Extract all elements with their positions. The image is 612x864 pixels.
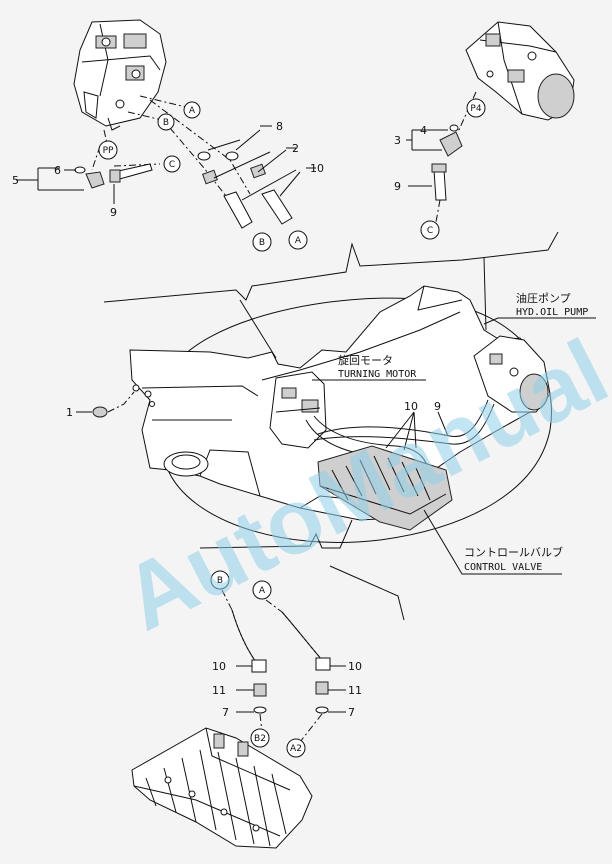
ref-a2: A2 <box>286 738 306 758</box>
control-valve-on-frame <box>317 445 453 531</box>
svg-text:A: A <box>189 106 196 116</box>
hose-9-pair <box>313 399 495 445</box>
elbow-fitting <box>85 171 105 189</box>
callout-10-mid: 10 <box>404 400 418 413</box>
hose-b-lower <box>231 609 257 663</box>
valve-label-jp: コントロールバルブ <box>464 545 563 559</box>
callout-8: 8 <box>276 120 283 133</box>
motor-label-en: TURNING MOTOR <box>338 369 417 380</box>
callout-7-left: 7 <box>222 706 229 719</box>
turning-motor-on-frame <box>269 371 327 449</box>
straight-fitting-9-pump <box>431 163 447 201</box>
ref-c-top: C <box>163 155 181 173</box>
valve-label-en: CONTROL VALVE <box>464 562 542 573</box>
callout-4: 4 <box>420 124 427 137</box>
straight-fitting-9 <box>109 163 153 183</box>
o-ring-8b <box>225 151 239 161</box>
elbow-fitting-3 <box>439 131 463 157</box>
ref-a-hose: A <box>288 230 308 250</box>
ref-b-top: B <box>157 113 175 131</box>
adapter-11-right <box>315 681 329 695</box>
callout-7-right: 7 <box>348 706 355 719</box>
callout-5: 5 <box>12 174 19 187</box>
hose-end-10b <box>261 189 293 225</box>
pump-label-en: HYD.OIL PUMP <box>516 307 588 318</box>
callout-3: 3 <box>394 134 401 147</box>
hose-end-10a <box>223 191 253 229</box>
plug-1 <box>92 406 108 418</box>
callout-10-left: 10 <box>212 660 226 673</box>
hose-end-10-right <box>315 657 331 671</box>
ref-pp: PP <box>98 140 118 160</box>
motor-label-jp: 旋回モータ <box>338 353 393 367</box>
adapter-2b <box>250 163 266 179</box>
callout-9-top: 9 <box>110 206 117 219</box>
callout-9-mid: 9 <box>434 400 441 413</box>
hose-a-lower <box>281 611 323 661</box>
svg-text:B2: B2 <box>254 734 266 744</box>
pump-label-jp: 油圧ポンプ <box>516 291 571 305</box>
callout-10-right: 10 <box>348 660 362 673</box>
ref-b-hose: B <box>252 232 272 252</box>
svg-text:A2: A2 <box>290 744 302 754</box>
svg-text:PP: PP <box>103 146 114 156</box>
ref-b2: B2 <box>250 728 270 748</box>
hydraulic-pump-detail <box>465 21 575 121</box>
o-ring-4 <box>449 124 459 132</box>
callout-11-left: 11 <box>212 684 226 697</box>
callout-10-top: 10 <box>310 162 324 175</box>
callout-2: 2 <box>292 142 299 155</box>
svg-text:B: B <box>217 576 223 586</box>
o-ring-6 <box>74 166 86 174</box>
hose-end-10-left <box>251 659 267 673</box>
svg-text:A: A <box>259 586 266 596</box>
upper-frame <box>129 285 552 543</box>
callout-11-right: 11 <box>348 684 362 697</box>
callout-6: 6 <box>54 164 61 177</box>
svg-text:C: C <box>427 226 433 236</box>
ref-a-top: A <box>183 101 201 119</box>
ref-p4: P4 <box>466 98 486 118</box>
svg-text:A: A <box>295 236 302 246</box>
svg-text:C: C <box>169 160 175 170</box>
callout-1: 1 <box>66 406 73 419</box>
o-ring-8a <box>197 151 211 161</box>
svg-text:B: B <box>259 238 265 248</box>
o-ring-7-left <box>253 706 267 714</box>
svg-text:P4: P4 <box>470 104 481 114</box>
hydraulic-pump-on-frame <box>473 335 551 413</box>
ref-b-lower: B <box>210 570 230 590</box>
callout-9-pump: 9 <box>394 180 401 193</box>
turning-motor-detail <box>73 19 167 131</box>
ref-a-lower: A <box>252 580 272 600</box>
adapter-2a <box>202 169 218 185</box>
o-ring-7-right <box>315 706 329 714</box>
ref-c-pump: C <box>420 220 440 240</box>
svg-text:B: B <box>163 118 169 128</box>
control-valve-detail <box>131 727 313 849</box>
adapter-11-left <box>253 683 267 697</box>
